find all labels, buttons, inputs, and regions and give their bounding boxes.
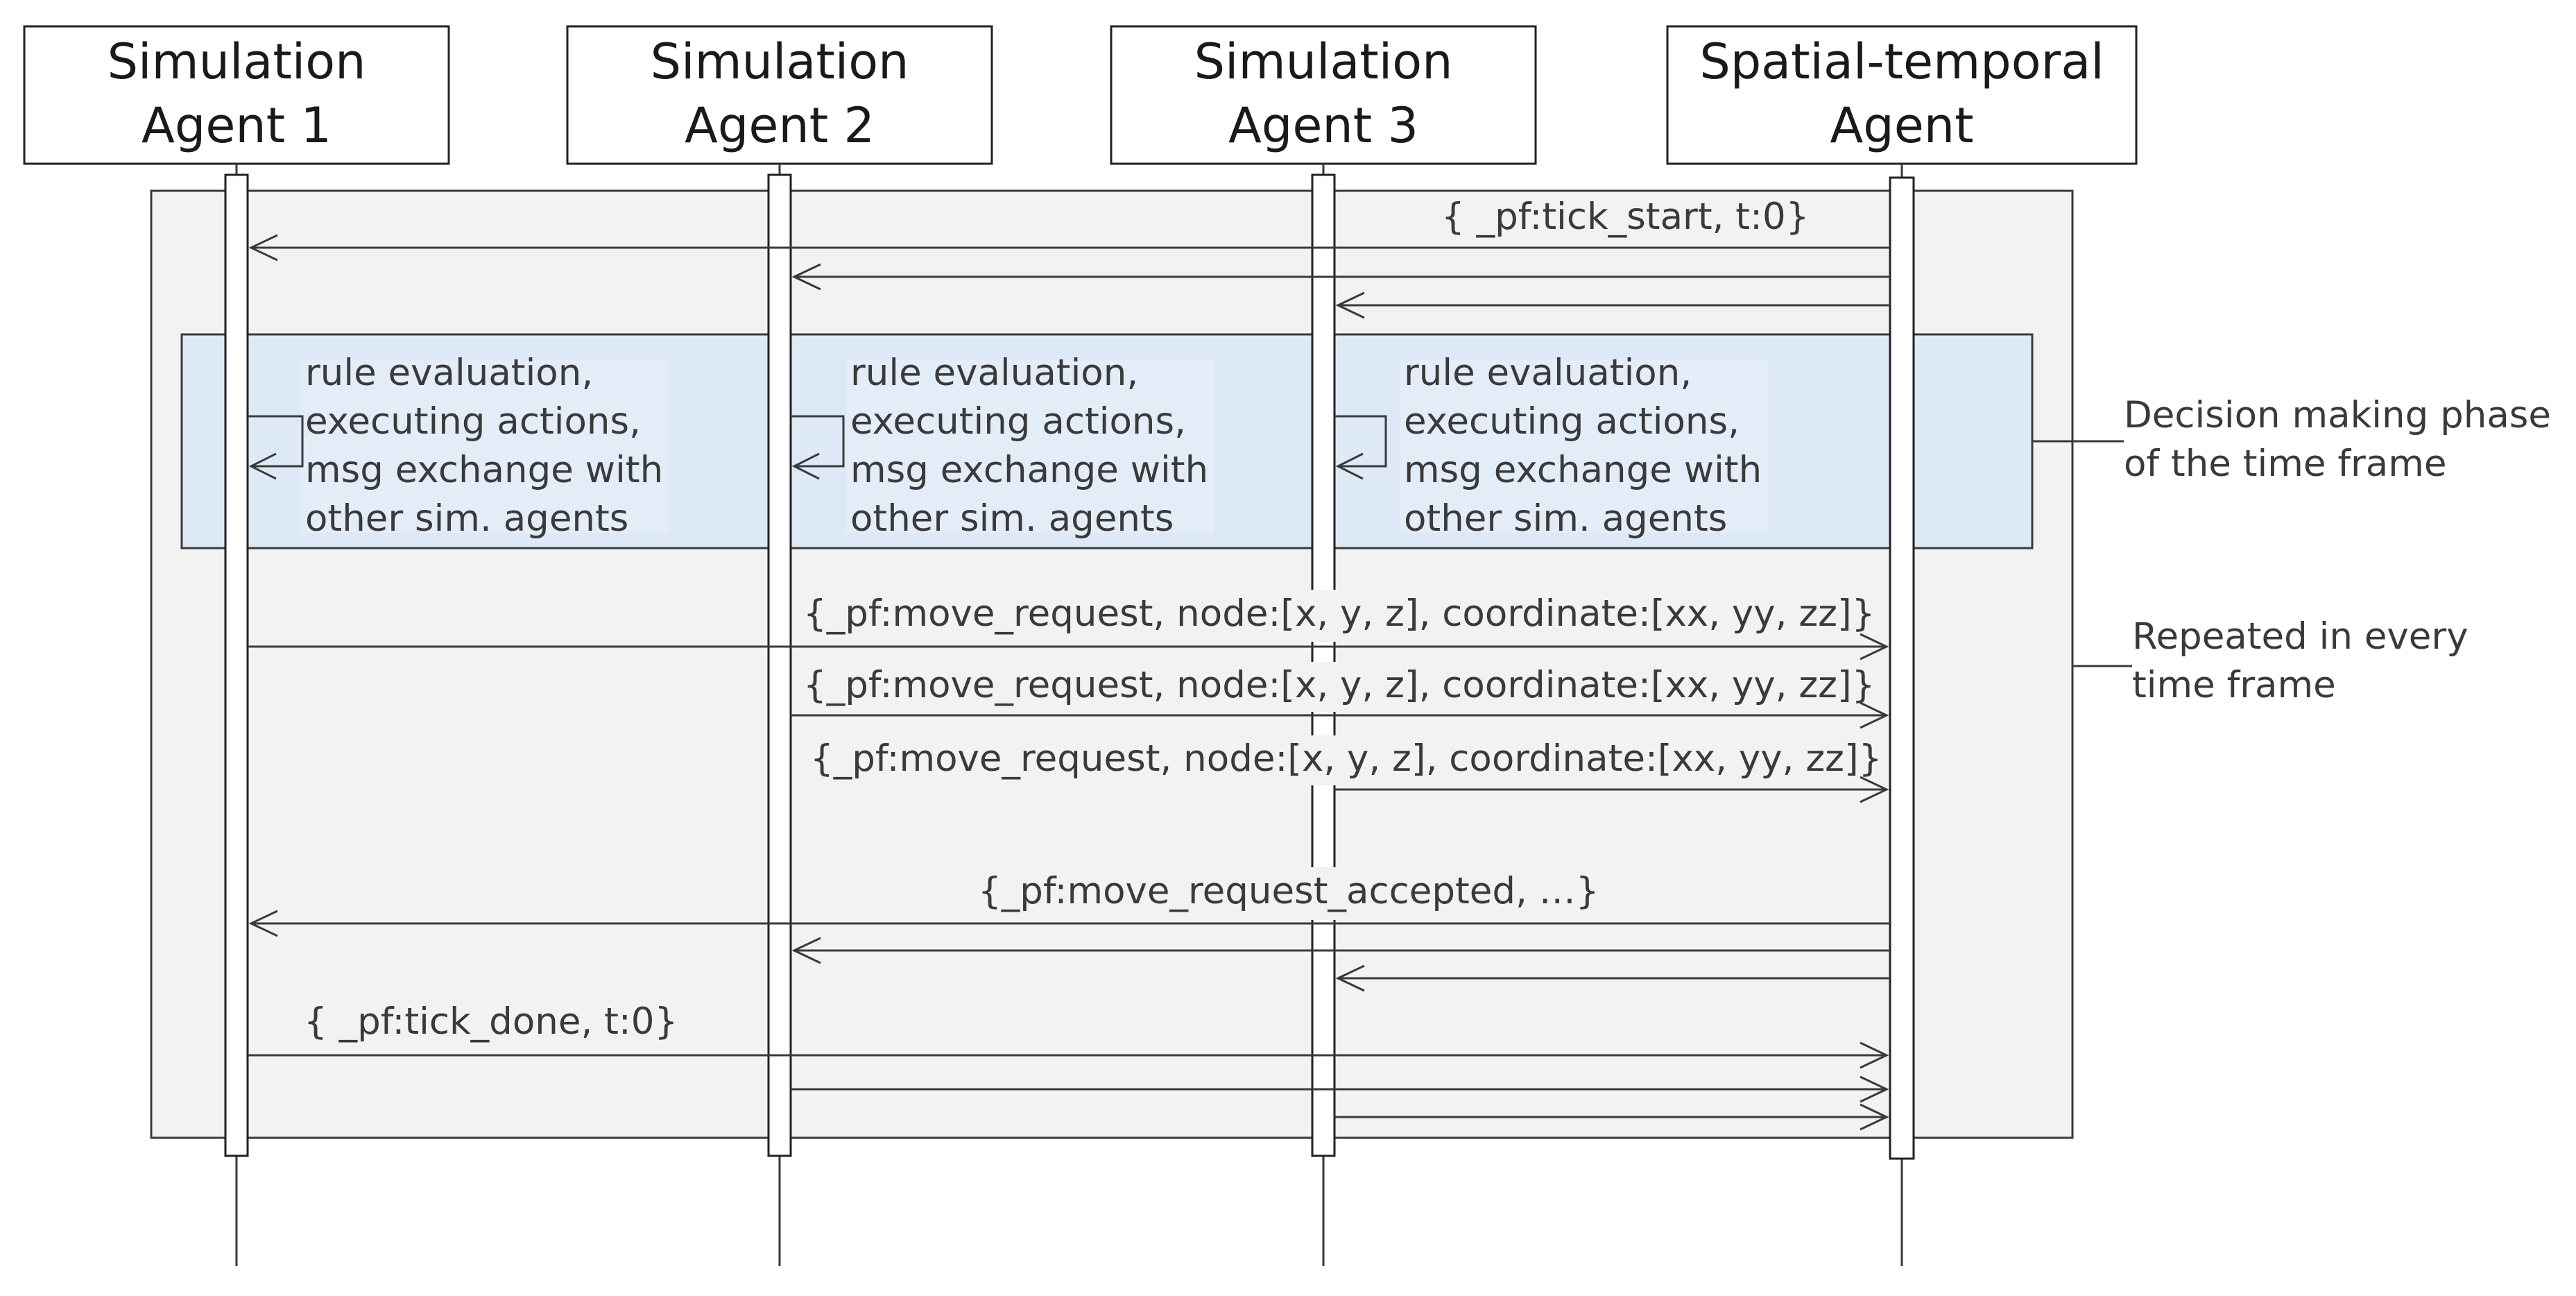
annotation-decision-phase: Decision making phase of the time frame <box>2032 394 2551 485</box>
self-message-text: rule evaluation, <box>850 352 1138 394</box>
annotation-text: Decision making phase <box>2124 394 2551 436</box>
participant-label: Agent 1 <box>141 97 332 154</box>
message-tick-start: { _pf:tick_start, t:0} <box>248 193 1890 319</box>
message-move-request-accepted: {_pf:move_request_accepted, …} <box>248 867 1890 992</box>
participant-label: Agent <box>1830 97 1973 154</box>
participant-label: Simulation <box>1194 33 1453 90</box>
self-message-text: executing actions, <box>1404 400 1740 443</box>
activation-bar-sa1 <box>224 173 249 1157</box>
self-message-text: executing actions, <box>305 400 641 443</box>
self-message-sa3: rule evaluation, executing actions, msg … <box>1334 352 1767 540</box>
participant-sa1: Simulation Agent 1 <box>23 25 450 165</box>
self-message-text: other sim. agents <box>850 497 1174 540</box>
annotation-repeated: Repeated in every time frame <box>2072 615 2468 706</box>
self-message-text: executing actions, <box>850 400 1186 443</box>
annotation-text: Repeated in every <box>2132 615 2468 658</box>
message-label: {_pf:move_request, node:[x, y, z], coord… <box>810 737 1882 780</box>
message-label: {_pf:move_request_accepted, …} <box>978 870 1599 912</box>
activation-bar-sa2 <box>767 173 792 1157</box>
participant-label: Agent 2 <box>685 97 875 154</box>
self-message-text: rule evaluation, <box>305 352 593 394</box>
annotation-text: time frame <box>2132 664 2336 706</box>
message-label: { _pf:tick_start, t:0} <box>1441 196 1809 238</box>
message-label: {_pf:move_request, node:[x, y, z], coord… <box>803 592 1875 635</box>
self-message-text: other sim. agents <box>1404 497 1727 540</box>
participant-st: Spatial-temporal Agent <box>1666 25 2138 165</box>
self-message-text: msg exchange with <box>305 449 663 491</box>
message-move-request-sa3: {_pf:move_request, node:[x, y, z], coord… <box>803 735 1889 803</box>
self-message-sa2: rule evaluation, executing actions, msg … <box>791 352 1214 540</box>
message-label: { _pf:tick_done, t:0} <box>304 1000 678 1043</box>
activation-bar-st <box>1889 176 1915 1160</box>
self-message-text: msg exchange with <box>1404 449 1762 491</box>
self-message-text: rule evaluation, <box>1404 352 1692 394</box>
message-label: {_pf:move_request, node:[x, y, z], coord… <box>803 664 1875 706</box>
participant-label: Spatial-temporal <box>1699 33 2104 90</box>
message-move-request-sa1: {_pf:move_request, node:[x, y, z], coord… <box>248 590 1889 660</box>
participant-label: Simulation <box>651 33 909 90</box>
participant-label: Agent 3 <box>1228 97 1418 154</box>
participant-sa3: Simulation Agent 3 <box>1110 25 1537 165</box>
participant-sa2: Simulation Agent 2 <box>566 25 993 165</box>
participant-label: Simulation <box>108 33 366 90</box>
annotation-text: of the time frame <box>2124 443 2447 485</box>
self-message-text: other sim. agents <box>305 497 628 540</box>
message-tick-done: { _pf:tick_done, t:0} <box>248 998 1889 1131</box>
message-move-request-sa2: {_pf:move_request, node:[x, y, z], coord… <box>791 662 1889 729</box>
self-message-text: msg exchange with <box>850 449 1208 491</box>
self-message-sa1: rule evaluation, executing actions, msg … <box>248 352 669 540</box>
